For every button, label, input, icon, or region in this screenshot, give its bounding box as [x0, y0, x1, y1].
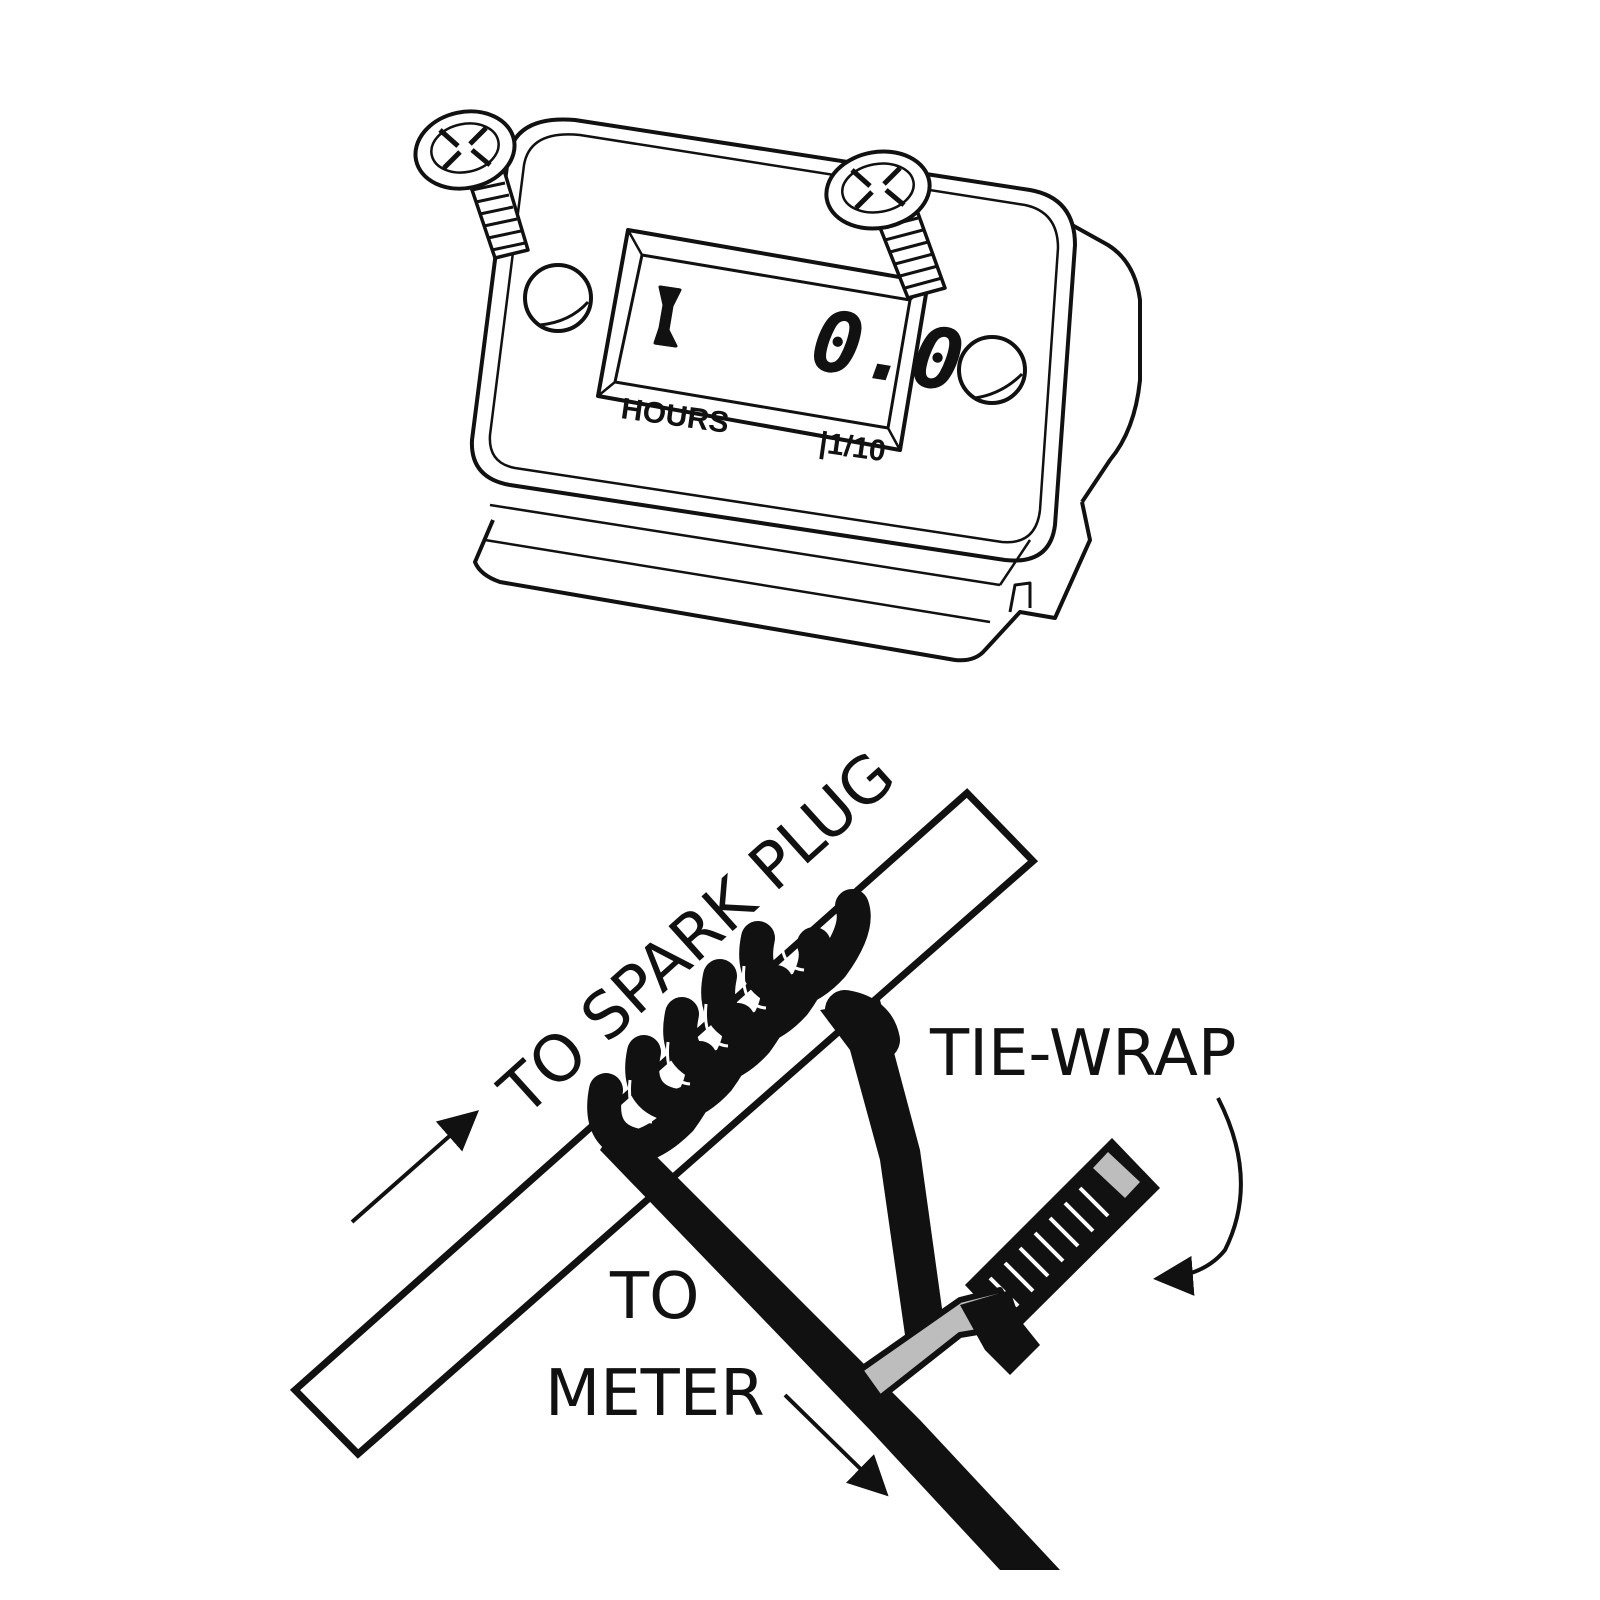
- mount-hole-right: [957, 335, 1027, 405]
- hour-meter: [413, 109, 1142, 663]
- meter-lead-upper: [820, 1000, 945, 1335]
- mount-hole-left: [523, 263, 593, 333]
- arrow-tie-wrap: [1153, 1097, 1243, 1296]
- to-meter-label-line2: METER: [545, 1357, 765, 1431]
- hourglass-icon: [653, 285, 682, 348]
- wiring-diagram: [289, 788, 1243, 1570]
- tie-wrap-label: TIE-WRAP: [929, 1017, 1236, 1091]
- meter-mount-notch: [1008, 581, 1032, 613]
- screw-left-icon: [413, 109, 530, 260]
- screw-right-icon: [824, 149, 947, 300]
- tie-wrap-strap: [965, 1138, 1160, 1335]
- to-meter-label-line1: TO: [609, 1260, 699, 1334]
- meter-front-bevel: [488, 133, 1060, 544]
- arrow-to-spark-plug: [350, 1110, 480, 1224]
- meter-body-right: [1057, 223, 1142, 504]
- lcd-display-value: 0.0: [805, 291, 970, 412]
- arrow-to-meter: [783, 1393, 889, 1497]
- wire-coils: [587, 889, 871, 1164]
- meter-lead-lower: [600, 1120, 1060, 1570]
